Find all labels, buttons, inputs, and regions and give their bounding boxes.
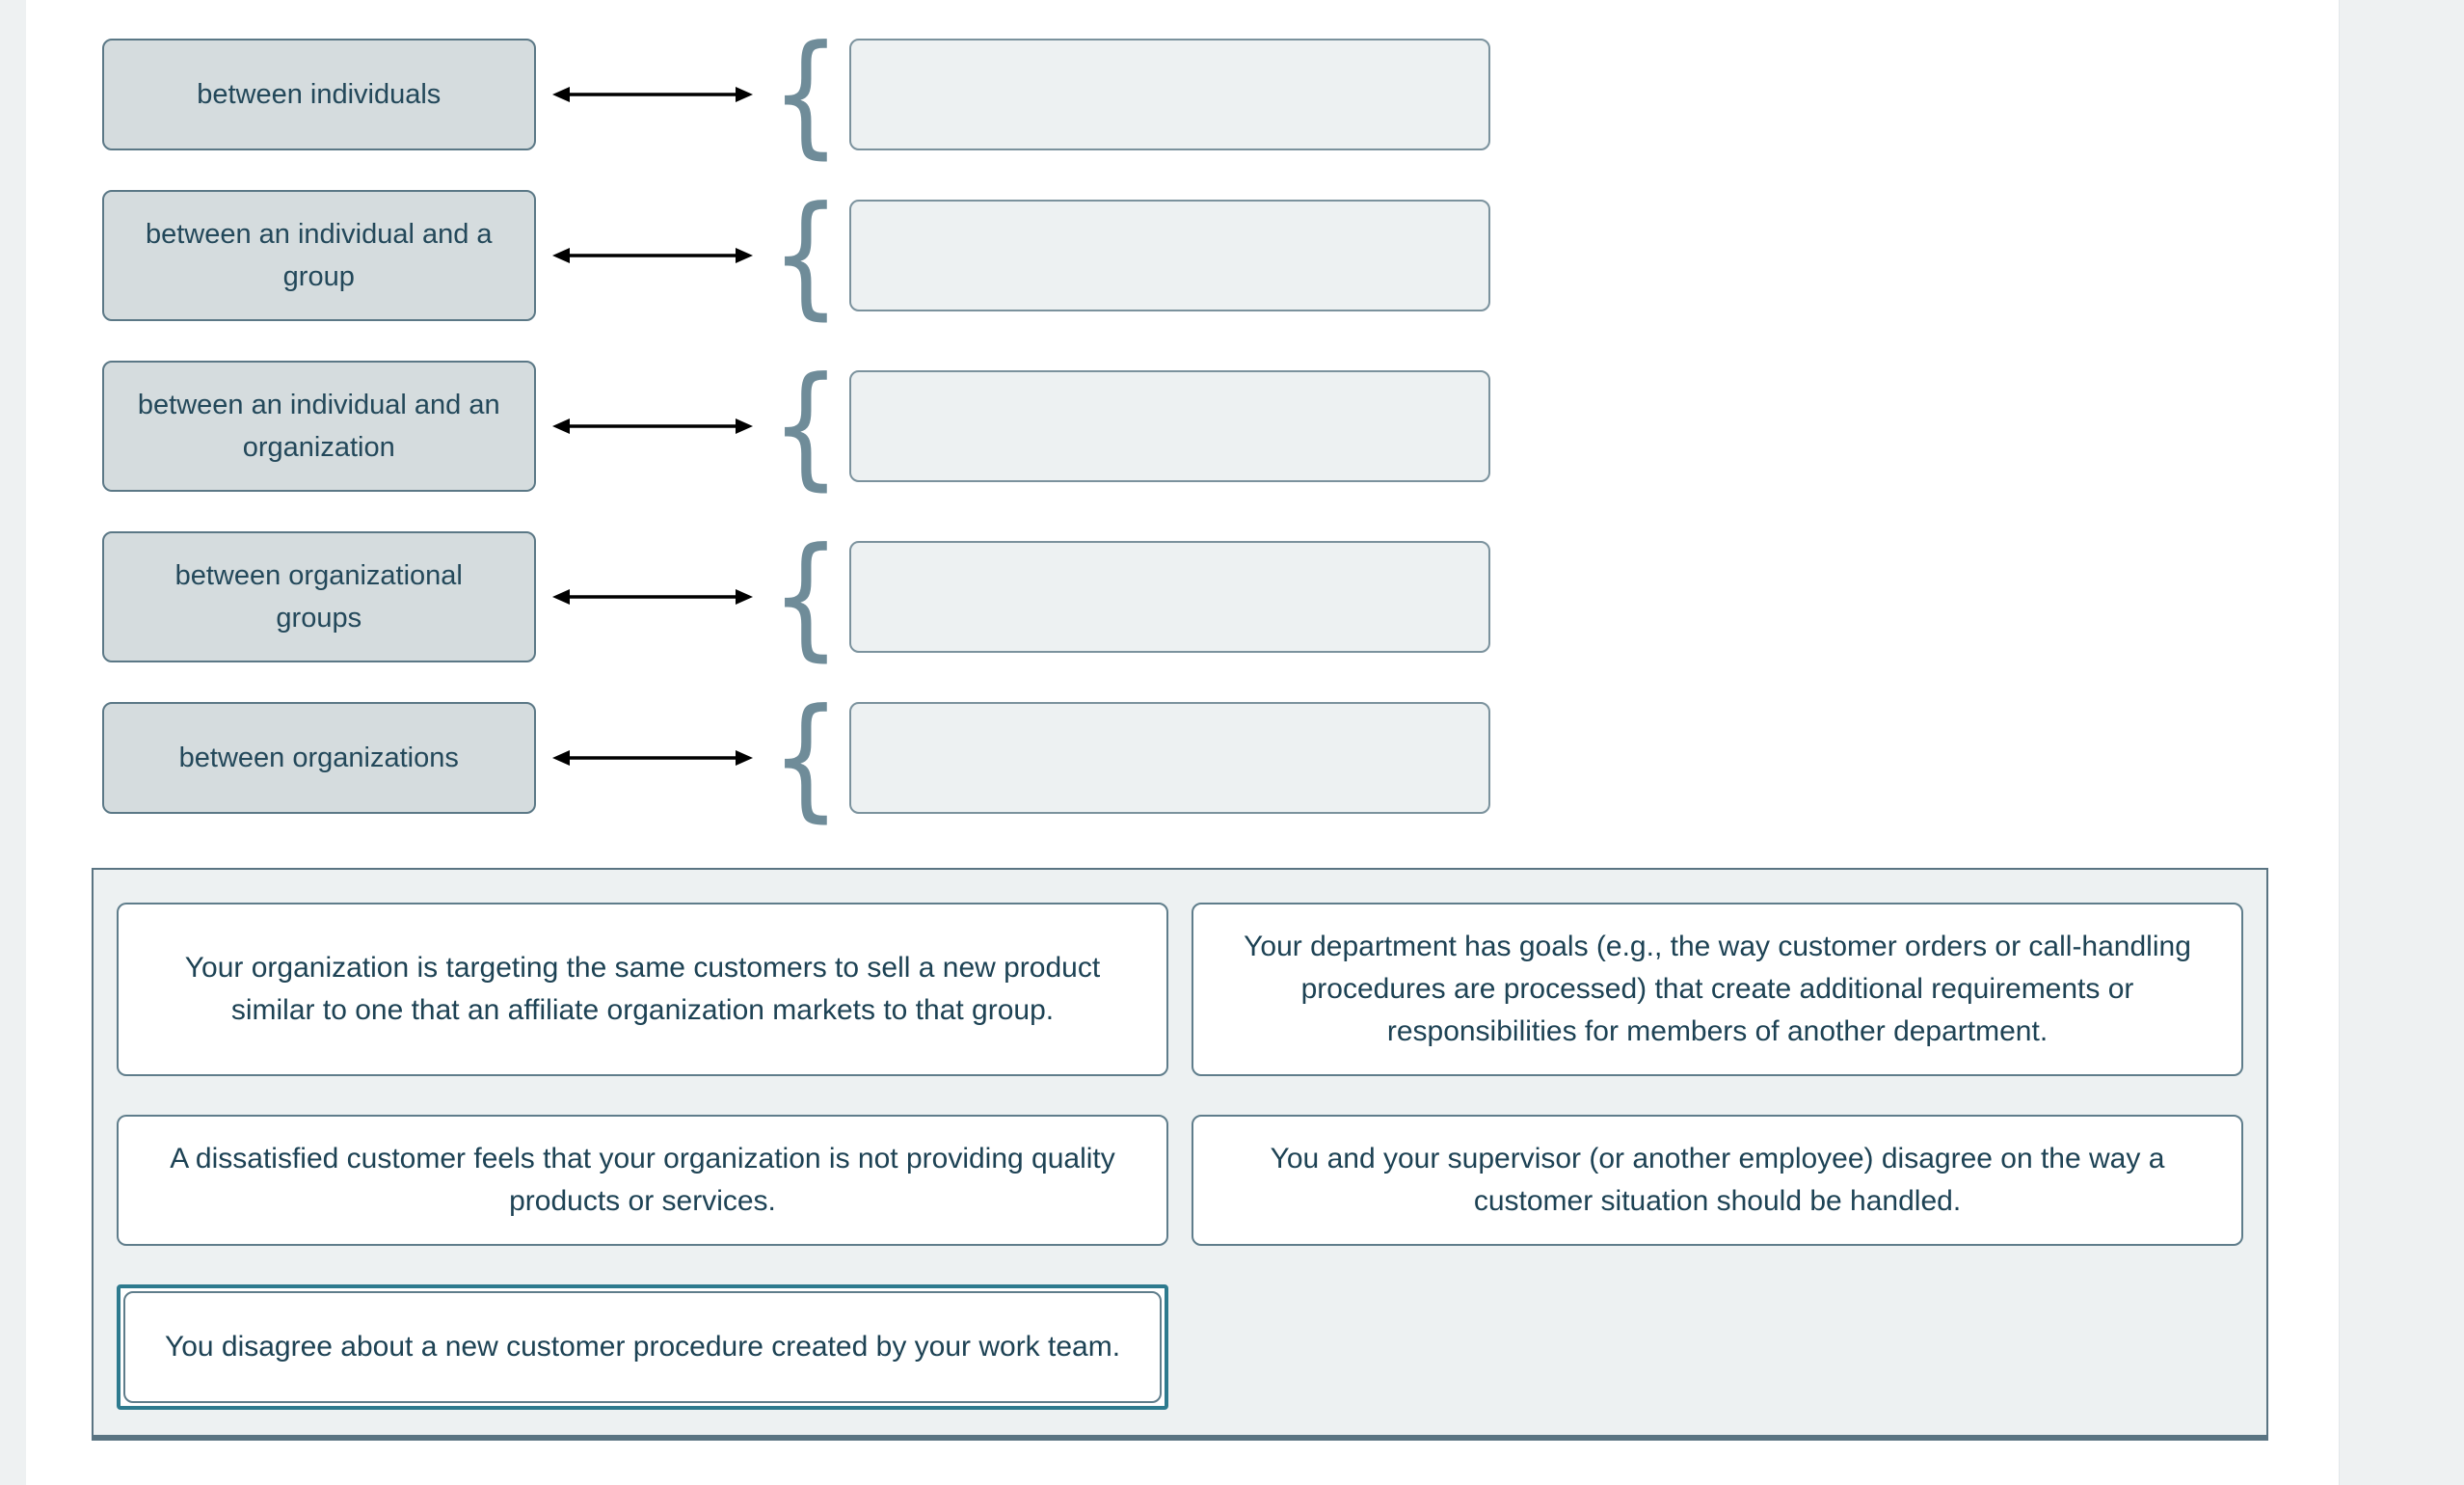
category-label-box: between organizational groups (102, 531, 536, 662)
left-right-arrow-icon (551, 745, 754, 770)
match-row: between an individual and a group { (102, 177, 1490, 333)
left-right-arrow-icon (551, 414, 754, 439)
category-label-box: between individuals (102, 39, 536, 150)
category-label: between organizations (178, 742, 459, 773)
answer-drop-zone[interactable] (849, 702, 1490, 814)
category-label-box: between an individual and an organizatio… (102, 361, 536, 492)
answer-card-text: Your department has goals (e.g., the way… (1244, 931, 2191, 1047)
answer-card[interactable]: A dissatisfied customer feels that your … (117, 1115, 1168, 1246)
answer-drop-zone[interactable] (849, 200, 1490, 311)
match-row: between an individual and an organizatio… (102, 348, 1490, 503)
answer-bank-grid: Your organization is targeting the same … (117, 903, 2243, 1410)
match-row: between organizations { (102, 680, 1490, 835)
answer-drop-zone[interactable] (849, 39, 1490, 150)
answer-bank: Your organization is targeting the same … (92, 868, 2268, 1441)
left-right-arrow-icon (551, 82, 754, 107)
category-label: between an individual and a group (145, 219, 493, 292)
answer-card-text: You and your supervisor (or another empl… (1270, 1143, 2165, 1217)
matching-exercise: between individuals { between an individ… (102, 16, 1490, 835)
answer-card[interactable]: Your organization is targeting the same … (117, 903, 1168, 1076)
answer-card[interactable]: You and your supervisor (or another empl… (1192, 1115, 2243, 1246)
category-label: between individuals (197, 79, 442, 110)
left-brace-icon: { (770, 348, 841, 503)
right-page-panel (2339, 0, 2464, 1485)
category-label: between organizational groups (174, 560, 463, 634)
category-label-box: between an individual and a group (102, 190, 536, 321)
match-row: between individuals { (102, 16, 1490, 172)
answer-card-text: A dissatisfied customer feels that your … (170, 1143, 1115, 1217)
left-right-arrow-icon (551, 243, 754, 268)
left-page-gutter (0, 0, 26, 1485)
answer-card-text: You disagree about a new customer proced… (164, 1331, 1121, 1363)
match-row: between organizational groups { (102, 519, 1490, 674)
answer-drop-zone[interactable] (849, 370, 1490, 482)
left-brace-icon: { (770, 177, 841, 333)
selected-answer-card-outline: You disagree about a new customer proced… (117, 1284, 1168, 1410)
category-label-box: between organizations (102, 702, 536, 814)
answer-card[interactable]: Your department has goals (e.g., the way… (1192, 903, 2243, 1076)
answer-card-selected[interactable]: You disagree about a new customer proced… (123, 1291, 1162, 1403)
answer-card-text: Your organization is targeting the same … (184, 952, 1101, 1026)
answer-drop-zone[interactable] (849, 541, 1490, 653)
category-label: between an individual and an organizatio… (137, 390, 500, 463)
left-brace-icon: { (770, 16, 841, 172)
left-right-arrow-icon (551, 584, 754, 609)
left-brace-icon: { (770, 680, 841, 835)
left-brace-icon: { (770, 519, 841, 674)
